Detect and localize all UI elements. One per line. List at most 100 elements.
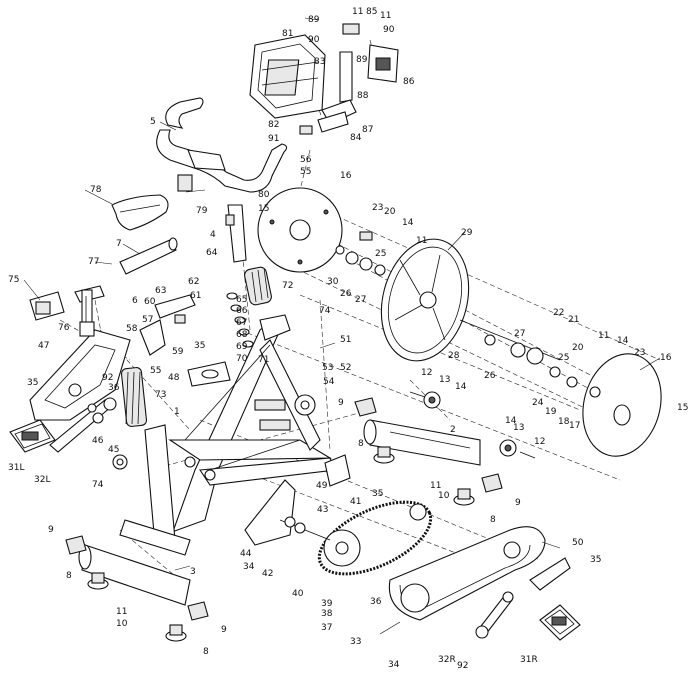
- label-11f: 11: [116, 607, 127, 617]
- label-28: 28: [448, 351, 460, 361]
- chain-cover: [388, 526, 546, 621]
- main-frame: [119, 314, 336, 556]
- label-25b: 25: [558, 353, 569, 363]
- brake-lever: [139, 294, 196, 356]
- label-92a: 92: [102, 373, 113, 383]
- label-17: 17: [569, 421, 580, 431]
- label-90a: 90: [308, 35, 320, 45]
- label-55b: 55: [150, 366, 161, 376]
- label-27b: 27: [514, 329, 525, 339]
- label-60: 60: [144, 297, 156, 307]
- label-34b: 34: [388, 660, 400, 670]
- label-57: 57: [142, 315, 153, 325]
- label-9a: 9: [338, 398, 344, 408]
- label-14b: 14: [617, 336, 629, 346]
- label-43: 43: [317, 505, 328, 515]
- console-bracket: [299, 111, 349, 135]
- leveling-feet: [87, 446, 475, 642]
- left-crank-assembly: [49, 397, 117, 453]
- label-8a: 8: [358, 439, 364, 449]
- label-1: 1: [174, 407, 180, 417]
- label-79: 79: [196, 206, 208, 216]
- label-29: 29: [461, 228, 473, 238]
- label-4: 4: [210, 230, 216, 240]
- label-32R: 32R: [438, 655, 456, 665]
- resistance-knob: [120, 367, 148, 427]
- tensioner-pulley-upper: [409, 391, 441, 409]
- label-88: 88: [357, 91, 369, 101]
- bushing-stack: [226, 292, 254, 348]
- label-71: 71: [258, 355, 269, 365]
- transport-wheels: [65, 397, 503, 621]
- label-20b: 20: [572, 343, 584, 353]
- label-62: 62: [188, 277, 199, 287]
- left-shroud: [29, 329, 131, 421]
- bottom-bracket-axle: [279, 516, 331, 541]
- flywheel-axle: [459, 319, 601, 398]
- label-16a: 16: [340, 171, 352, 181]
- label-90b: 90: [383, 25, 395, 35]
- label-68: 68: [236, 330, 248, 340]
- label-34a: 34: [243, 562, 255, 572]
- label-54: 54: [323, 377, 335, 387]
- frame-bolts: [184, 399, 291, 481]
- label-92b: 92: [457, 661, 468, 671]
- right-crank-assembly: [475, 591, 514, 639]
- label-51: 51: [340, 335, 351, 345]
- label-52: 52: [340, 363, 351, 373]
- left-pedal: [9, 419, 56, 453]
- label-58: 58: [126, 324, 138, 334]
- label-40: 40: [292, 589, 304, 599]
- label-47: 47: [38, 341, 49, 351]
- label-84: 84: [350, 133, 362, 143]
- label-6: 6: [132, 296, 138, 306]
- flywheel-cover-right: [582, 353, 662, 457]
- label-74a: 74: [319, 306, 331, 316]
- label-8c: 8: [66, 571, 72, 581]
- label-42: 42: [262, 569, 273, 579]
- label-87: 87: [362, 125, 373, 135]
- phone-holder: [367, 44, 399, 83]
- label-26b: 26: [484, 371, 496, 381]
- label-45: 45: [108, 445, 119, 455]
- label-89b: 89: [356, 55, 368, 65]
- label-9c: 9: [48, 525, 54, 535]
- label-69: 69: [236, 342, 248, 352]
- label-50: 50: [572, 538, 584, 548]
- label-39: 39: [321, 599, 333, 609]
- label-35b: 35: [27, 378, 38, 388]
- drive-gear: [294, 394, 316, 416]
- label-89a: 89: [308, 15, 320, 25]
- label-36: 36: [108, 383, 120, 393]
- label-19: 19: [545, 407, 557, 417]
- label-61: 61: [190, 291, 201, 301]
- label-85: 85: [366, 7, 377, 17]
- label-26a: 26: [340, 289, 352, 299]
- chain-tensioner: [324, 454, 351, 487]
- label-35d: 35: [590, 555, 601, 565]
- label-53: 53: [322, 363, 333, 373]
- label-11d: 11: [598, 331, 609, 341]
- label-12a: 12: [421, 368, 432, 378]
- label-38: 38: [321, 609, 333, 619]
- label-21: 21: [568, 315, 579, 325]
- shroud-bracket: [187, 361, 231, 387]
- label-5: 5: [150, 117, 156, 127]
- label-36b: 36: [370, 597, 382, 607]
- label-10b: 10: [116, 619, 128, 629]
- label-72: 72: [282, 281, 293, 291]
- right-pedal: [539, 604, 581, 641]
- label-59: 59: [172, 347, 184, 357]
- label-11e: 11: [430, 481, 441, 491]
- leader-lines: [23, 17, 661, 635]
- label-8b: 8: [490, 515, 496, 525]
- label-55a: 55: [300, 167, 311, 177]
- chain-drive: [317, 500, 433, 576]
- label-74b: 74: [92, 480, 104, 490]
- label-64: 64: [206, 248, 218, 258]
- display-console: [249, 34, 326, 119]
- handlebar-post: [225, 204, 247, 263]
- label-81: 81: [282, 29, 293, 39]
